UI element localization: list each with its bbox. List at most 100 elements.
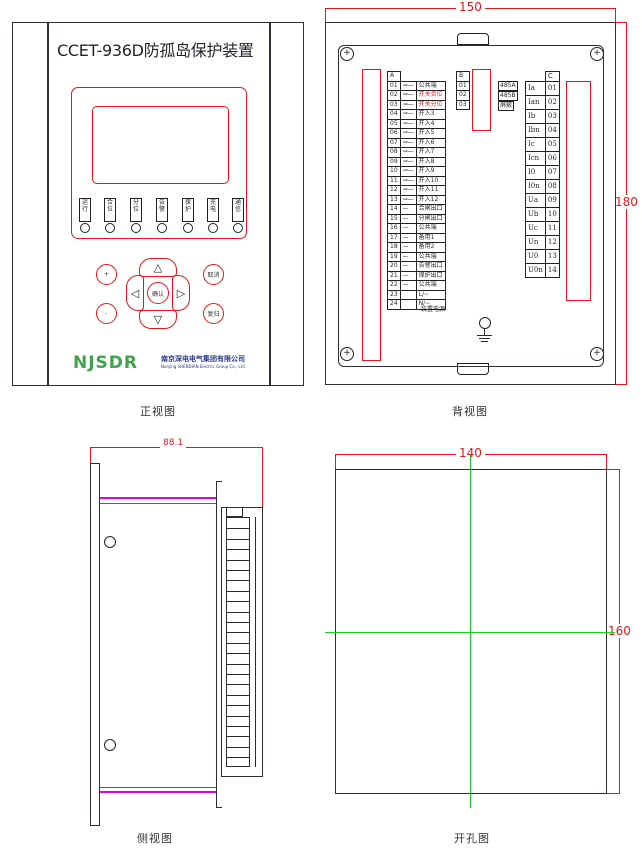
terminal-row: 21—保护出口 — [387, 270, 446, 281]
terminal-row: 22—公共端 — [387, 280, 446, 291]
cancel-key[interactable]: 取消 — [203, 264, 224, 285]
terminal-label: Ua — [525, 192, 546, 208]
terminal-fin — [227, 549, 249, 551]
terminal-fin — [227, 611, 249, 613]
terminal-label: 分闸出口 — [415, 213, 446, 224]
led-icon — [183, 223, 193, 233]
terminal-fin — [227, 726, 249, 727]
terminal-contact-icon — [399, 289, 417, 300]
terminal-label: 公共端 — [415, 251, 446, 262]
terminal-label: 开入6 — [415, 137, 446, 148]
terminal-label: 开入7 — [415, 147, 446, 158]
side-rail-line — [100, 497, 217, 499]
terminal-number: 06 — [544, 150, 560, 166]
dim-ext-line — [615, 384, 627, 385]
terminal-header-row: A — [387, 71, 446, 82]
mounting-clip-icon — [457, 363, 489, 375]
terminal-row: 06⊸—开入5 — [387, 128, 446, 139]
terminal-fin — [227, 705, 249, 707]
terminal-label: U0 — [525, 248, 546, 264]
terminal-number: 03 — [456, 99, 470, 110]
terminal-number: 02 — [544, 94, 560, 110]
terminal-label: 告警出口 — [415, 261, 446, 272]
terminal-label: 开入11 — [415, 185, 446, 196]
terminal-row: 08⊸—开入7 — [387, 147, 446, 158]
terminal-row: 17—备用1 — [387, 232, 446, 243]
connector-a — [362, 69, 381, 361]
terminal-number: 08 — [544, 178, 560, 194]
reset-key[interactable]: 复归 — [203, 303, 224, 324]
terminal-number: 21 — [387, 270, 401, 281]
terminal-contact-icon: — — [399, 261, 417, 272]
terminal-block-header: C — [544, 71, 560, 82]
side-view-caption: 侧视图 — [137, 832, 173, 845]
connector-b — [472, 69, 491, 131]
terminal-contact-icon: — — [399, 270, 417, 281]
terminal-number: 24 — [387, 299, 401, 310]
led-indicator: 保护 — [181, 198, 195, 233]
terminal-contact-icon: — — [399, 251, 417, 262]
terminal-label: Uc — [525, 220, 546, 236]
control-panel: 运行 合位 分位 告警 保护 充电 通信 — [71, 87, 247, 239]
terminal-number: 16 — [387, 223, 401, 234]
screw-icon: + — [590, 347, 604, 361]
side-housing — [216, 481, 222, 808]
terminal-label: I0n — [525, 178, 546, 194]
terminal-row: 07⊸—开入6 — [387, 137, 446, 148]
dim-ext-line — [615, 8, 616, 22]
terminal-row: 14—合闸出口 — [387, 204, 446, 215]
terminal-row: 02⊸—开关合位 — [387, 90, 446, 101]
plus-key[interactable]: + — [96, 264, 117, 285]
terminal-label: U0n — [525, 262, 546, 278]
terminal-row: 15—分闸出口 — [387, 213, 446, 224]
terminal-fin — [227, 642, 249, 644]
led-icon — [157, 223, 167, 233]
terminal-label: 开入5 — [415, 128, 446, 139]
down-arrow-key[interactable]: ▽ — [139, 310, 177, 329]
terminal-number: 04 — [387, 109, 401, 120]
crosshair-screw-icon — [104, 536, 116, 548]
led-indicator: 分位 — [129, 198, 143, 233]
led-indicator: 充电 — [206, 198, 220, 233]
up-arrow-key[interactable]: △ — [139, 258, 177, 277]
terminal-label: N/~ — [415, 299, 446, 310]
terminal-row: 04⊸—开入3 — [387, 109, 446, 120]
terminal-fin — [227, 663, 249, 665]
terminal-label: Un — [525, 234, 546, 250]
terminal-number: 07 — [387, 137, 401, 148]
screw-icon: + — [340, 347, 354, 361]
terminal-number: 09 — [544, 192, 560, 208]
cutout-height-dim: 160 — [605, 624, 634, 638]
minus-key[interactable]: - — [96, 303, 117, 324]
ground-icon-stem — [484, 328, 485, 335]
terminal-contact-icon: ⊸— — [399, 194, 417, 205]
terminal-fin — [227, 694, 249, 696]
terminal-label: 开关合位 — [415, 90, 446, 101]
terminal-fin — [227, 653, 249, 655]
rear-width-dim: 150 — [456, 0, 485, 14]
cutout-view-caption: 开孔图 — [454, 832, 490, 845]
terminal-row: 11⊸—开入10 — [387, 175, 446, 186]
side-terminal-fins — [226, 517, 250, 767]
enter-key[interactable]: 确认 — [147, 282, 169, 304]
terminal-label: 开关分位 — [415, 99, 446, 110]
led-indicator: 通信 — [231, 198, 245, 233]
front-left-bezel — [47, 23, 49, 385]
device-title: CCET-936D防孤岛保护装置 — [57, 41, 254, 60]
terminal-row: 24 N/~ — [387, 299, 446, 310]
terminal-label: Ibn — [525, 122, 546, 138]
terminal-block-header: B — [456, 71, 470, 82]
terminal-row: 01 — [456, 80, 470, 91]
right-arrow-key[interactable]: ▷ — [172, 275, 190, 311]
terminal-number: 02 — [387, 90, 401, 101]
left-arrow-key[interactable]: ◁ — [126, 275, 144, 311]
terminal-number: 14 — [544, 262, 560, 278]
terminal-row: 19—公共端 — [387, 251, 446, 262]
